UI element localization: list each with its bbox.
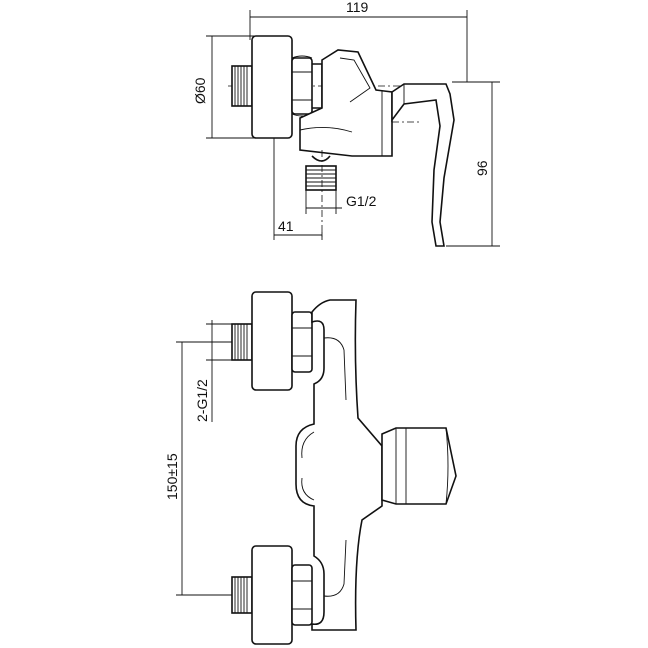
front-view: 150±15 2-G1/2	[164, 291, 457, 645]
dimension-119-label: 119	[346, 0, 369, 15]
dimension-diameter: Ø60	[192, 35, 258, 139]
upper-hex-nut	[291, 311, 313, 373]
front-lever-handle	[381, 427, 457, 505]
top-view: 119 Ø60	[192, 0, 500, 247]
dimension-diameter-label: Ø60	[192, 77, 208, 104]
mixer-body	[299, 49, 393, 157]
dimension-119: 119	[249, 0, 468, 82]
dimension-g12-label: G1/2	[346, 193, 377, 209]
dimension-150-label: 150±15	[164, 453, 180, 500]
hex-nut	[291, 55, 313, 117]
rosette	[251, 35, 293, 139]
upper-rosette	[251, 291, 293, 391]
lower-rosette	[251, 545, 293, 645]
dimension-96: 96	[446, 81, 500, 247]
lower-hex-nut	[291, 564, 313, 626]
front-mixer-body	[295, 299, 383, 631]
dimension-2g12-label: 2-G1/2	[194, 379, 210, 422]
dimension-41-label: 41	[278, 218, 294, 234]
lever-handle	[391, 83, 455, 247]
outlet-thread	[305, 155, 337, 191]
upper-inlet-thread	[231, 323, 253, 361]
dimension-g12: G1/2	[305, 190, 377, 214]
dimension-96-label: 96	[474, 160, 490, 176]
dimension-41: 41	[273, 138, 323, 240]
dimension-2g12: 2-G1/2	[194, 320, 232, 422]
lower-inlet-thread	[231, 576, 253, 614]
inlet-thread	[231, 65, 253, 107]
dimension-150: 150±15	[164, 341, 232, 596]
